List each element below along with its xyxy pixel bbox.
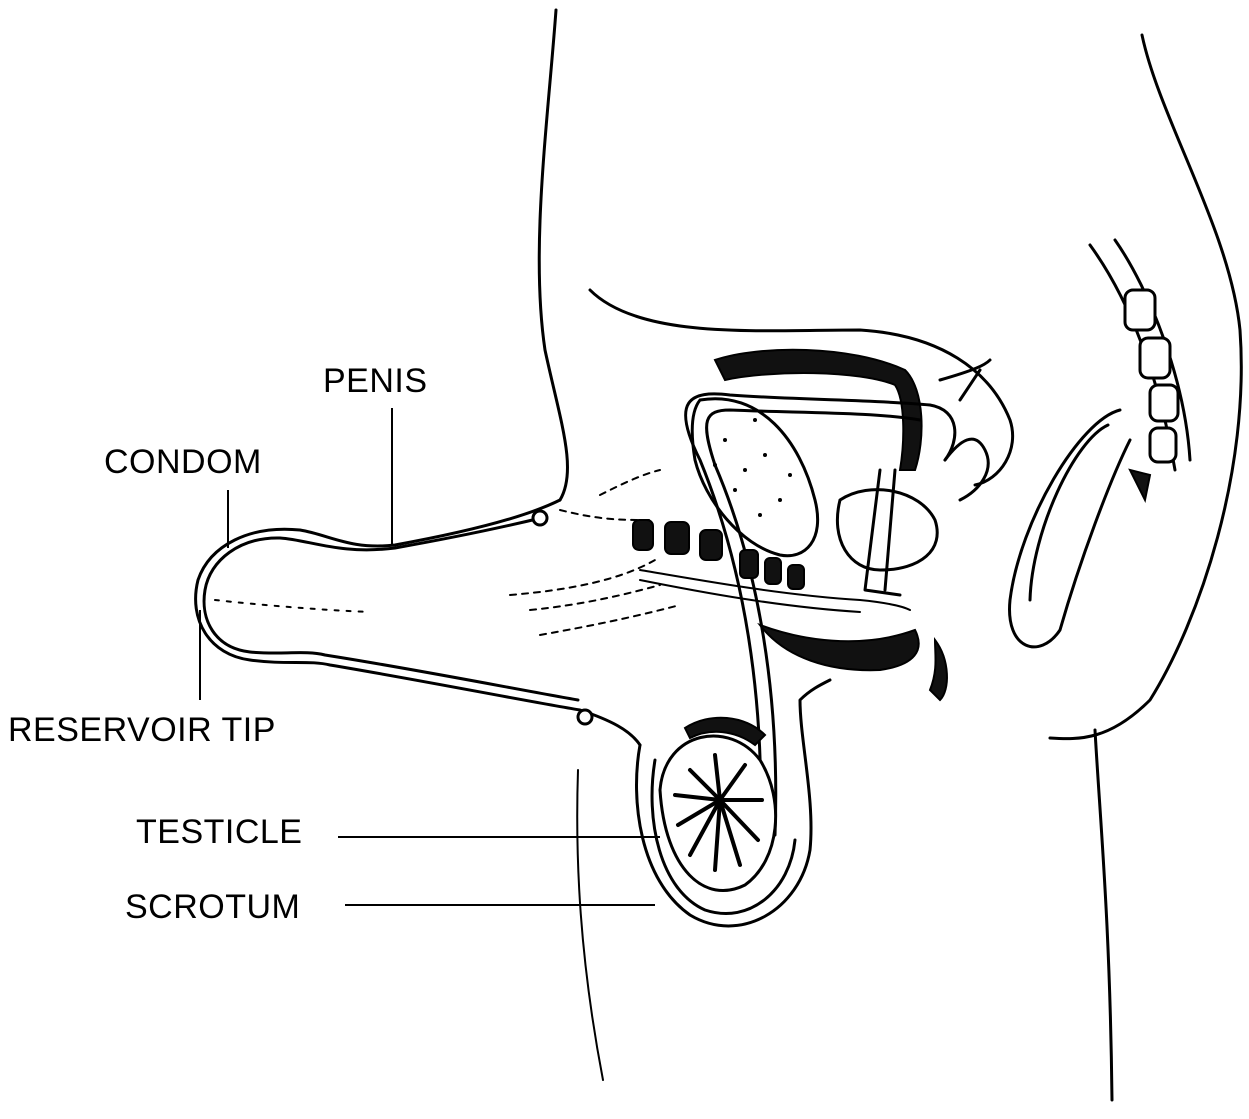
scrotum-testicle [637,680,830,926]
reservoir-tip-label: RESERVOIR TIP [8,711,276,750]
penis-internal-dashes [215,470,680,635]
bulb [760,625,919,670]
leg-front-outline [577,770,603,1080]
sacrum [1090,240,1190,500]
testicle-label: TESTICLE [136,813,302,852]
buttock-outline [1095,730,1112,1100]
penis-label: PENIS [323,362,428,401]
penis-shaft [196,500,640,745]
condom-label: CONDOM [104,443,262,482]
scrotum-label: SCROTUM [125,888,300,927]
abdomen-outline [539,10,567,500]
rectum [1010,410,1130,647]
back-outline [1050,35,1241,739]
